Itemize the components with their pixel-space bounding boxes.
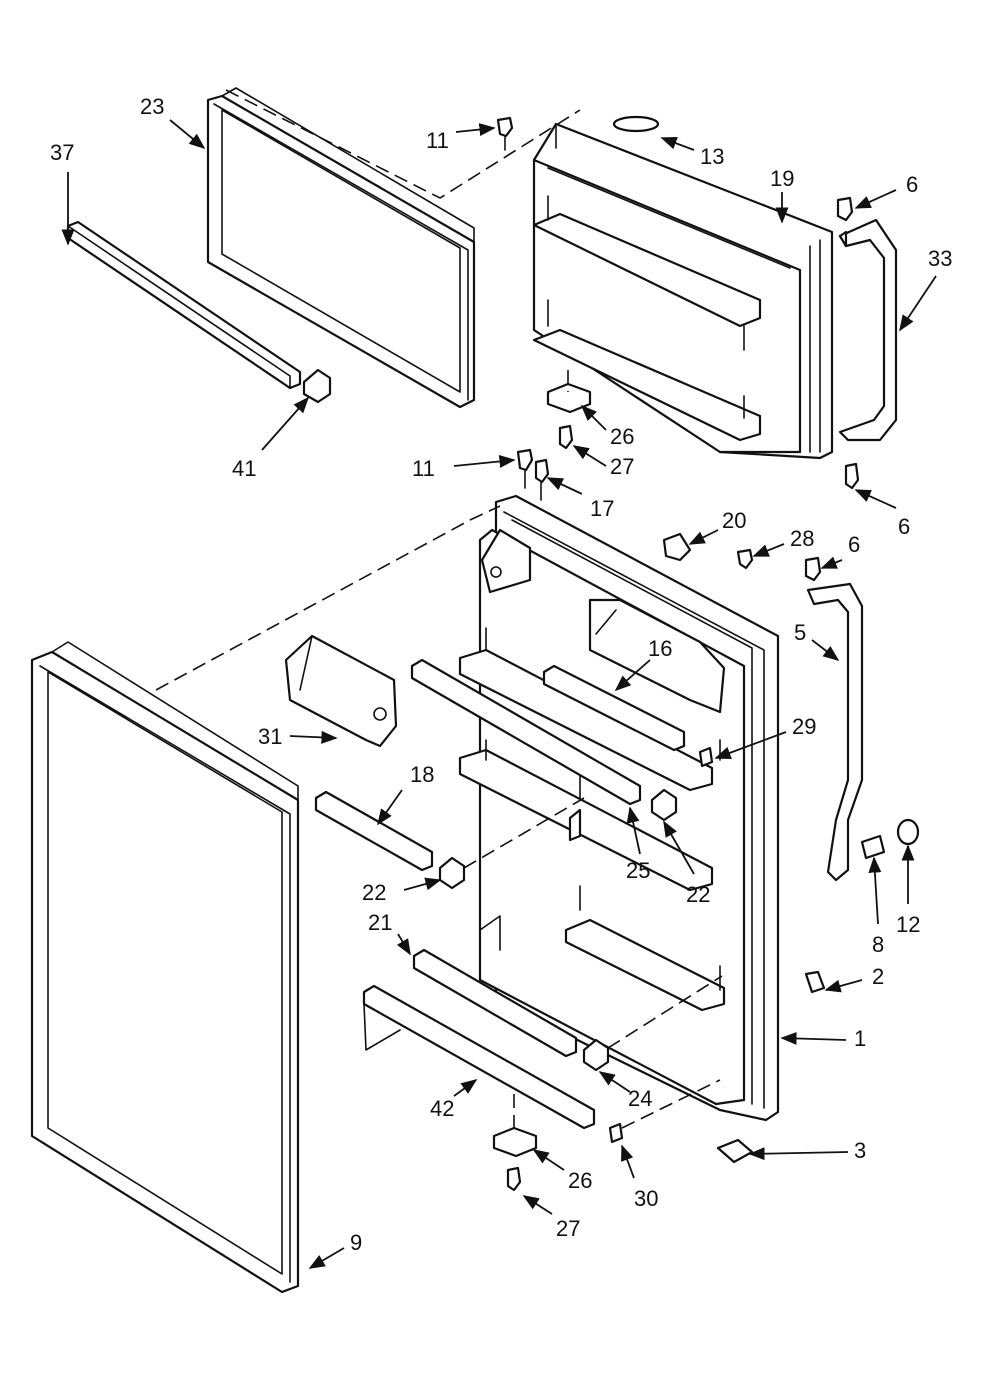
callout-9: 9 (350, 1230, 362, 1255)
callout-27: 27 (610, 454, 634, 479)
callout-30: 30 (634, 1186, 658, 1211)
alignment-line-22-left (463, 797, 585, 869)
screw-27-top (558, 424, 574, 450)
rail-end-cap-22-right (650, 788, 678, 822)
callout-2: 2 (872, 964, 884, 989)
rail-42 (362, 984, 596, 1130)
rail-end-cap-29 (698, 746, 714, 768)
callout-25: 25 (626, 858, 650, 883)
callout-5: 5 (794, 620, 806, 645)
fresh-food-door-gasket (30, 641, 300, 1294)
callout-22: 22 (362, 880, 386, 905)
callout-6: 6 (848, 532, 860, 557)
screw-17 (534, 458, 550, 501)
callout-26: 26 (610, 424, 634, 449)
callout-29: 29 (792, 714, 816, 739)
dairy-bin-31 (284, 634, 398, 748)
callout-6: 6 (898, 514, 910, 539)
callout-16: 16 (648, 636, 672, 661)
callout-11: 11 (412, 456, 435, 481)
callout-6: 6 (906, 172, 918, 197)
screw-11-top (496, 116, 514, 151)
callout-37: 37 (50, 140, 74, 165)
callout-24: 24 (628, 1086, 652, 1111)
bin-bar-16 (542, 664, 686, 752)
callout-28: 28 (790, 526, 814, 551)
alignment-line-fresh-food (155, 505, 501, 691)
door-rail-18 (314, 790, 434, 872)
rail-end-cap-22-left (438, 856, 466, 890)
screw-27-bottom (506, 1166, 522, 1192)
callout-17: 17 (590, 496, 614, 521)
callout-27: 27 (556, 1216, 580, 1241)
shoulder-screw-8 (860, 834, 886, 860)
hinge-bushing-26-top (546, 370, 592, 414)
callout-21: 21 (368, 910, 392, 935)
rail-end-cap-30 (608, 1122, 624, 1144)
callout-33: 33 (928, 246, 952, 271)
callout-12: 12 (896, 912, 920, 937)
freezer-door-handle (836, 196, 898, 490)
bracket-3 (716, 1138, 754, 1164)
callout-20: 20 (722, 508, 746, 533)
callout-18: 18 (410, 762, 434, 787)
fresh-food-door-handle (804, 556, 864, 882)
callout-22: 22 (686, 882, 710, 907)
cam-20 (662, 532, 692, 562)
callout-3: 3 (854, 1138, 866, 1163)
leader-lines (61, 119, 937, 1269)
rail-21 (412, 948, 578, 1058)
washer-12 (896, 818, 920, 846)
rail-25 (410, 658, 642, 806)
screw-28 (736, 548, 754, 570)
callout-42: 42 (430, 1096, 454, 1121)
callout-19: 19 (770, 166, 794, 191)
callout-8: 8 (872, 932, 884, 957)
alignment-line-24 (607, 975, 723, 1049)
callout-11: 11 (426, 128, 449, 153)
callout-26: 26 (568, 1168, 592, 1193)
callout-13: 13 (700, 144, 724, 169)
freezer-door-gasket (206, 87, 476, 409)
hinge-pin-cover-2 (804, 970, 826, 994)
freezer-door (532, 122, 834, 460)
hinge-bushing-26-bottom (492, 1094, 538, 1158)
callout-31: 31 (258, 724, 282, 749)
callout-23: 23 (140, 94, 164, 119)
alignment-line-30 (621, 1079, 721, 1129)
alignment-line-freezer (225, 89, 581, 199)
callout-1: 1 (854, 1026, 866, 1051)
fresh-food-door (458, 494, 780, 1122)
screw-11-mid (516, 448, 534, 489)
rail-end-cap-24 (582, 1038, 610, 1072)
plug-13 (612, 115, 660, 133)
callout-labels: 23 37 11 13 19 6 33 26 27 41 11 17 6 20 … (50, 94, 952, 1255)
rail-end-cap-41 (302, 368, 332, 404)
callout-41: 41 (232, 456, 256, 481)
